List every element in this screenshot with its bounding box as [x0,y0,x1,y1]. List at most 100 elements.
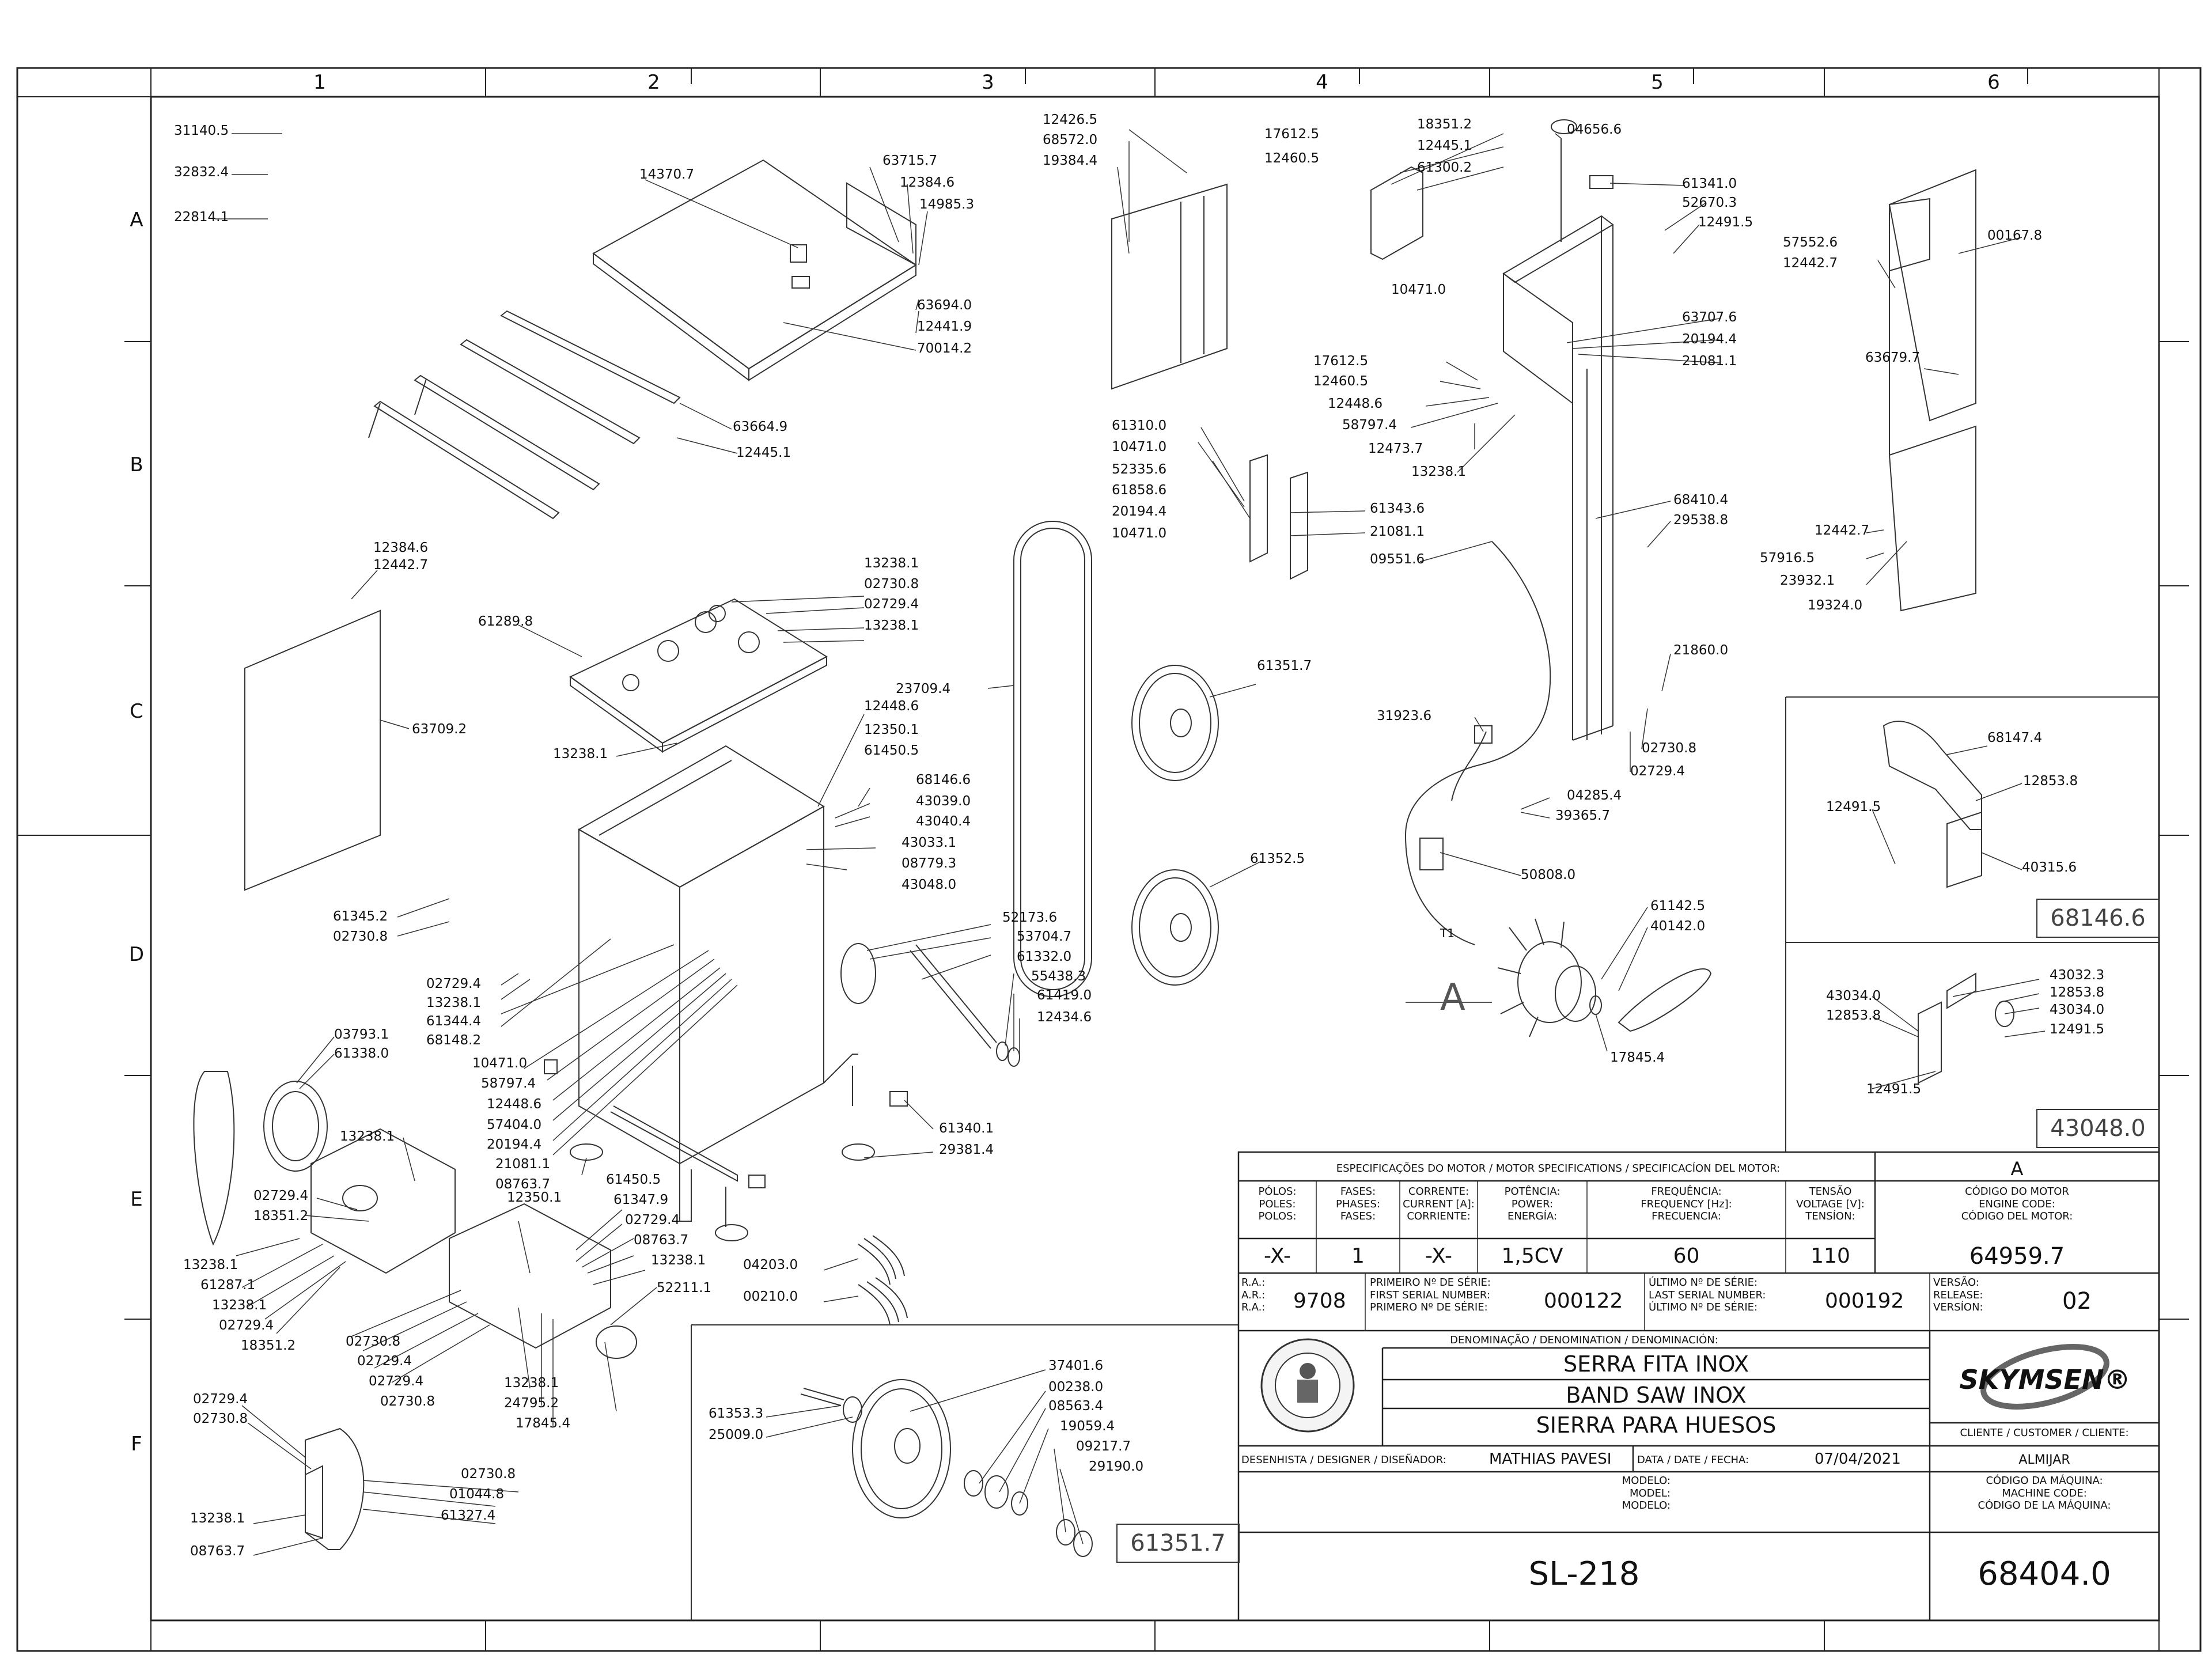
part-label: 61343.6 [1370,501,1425,516]
part-label: 12442.7 [373,558,429,573]
part-label: 31140.5 [174,123,229,138]
motor-belt [193,1071,235,1246]
part-label: 20194.4 [1682,332,1737,347]
leader-lines [215,129,2046,1556]
part-label: 02729.4 [1630,764,1685,779]
part-label: 68410.4 [1673,493,1729,507]
part-label: 17612.5 [1264,127,1320,142]
upper-wheel [1131,665,1219,781]
part-label: 57404.0 [487,1118,542,1132]
upper-column [1502,119,1614,741]
part-label: 52335.6 [1112,462,1167,477]
part-label: 02729.4 [219,1318,274,1333]
part-label: 53704.7 [1017,929,1072,944]
part-label: 40315.6 [2022,860,2077,875]
part-label: 32832.4 [174,165,229,180]
part-label: 61142.5 [1650,899,1706,914]
client-label: CLIENTE / CUSTOMER / CLIENTE: [1960,1427,2129,1439]
part-label: 37401.6 [1048,1358,1104,1373]
part-label: 12426.5 [1043,112,1098,127]
part-label: 12853.8 [2050,985,2105,1000]
part-label: 12473.7 [1368,441,1423,456]
part-label: 10471.0 [1112,526,1167,541]
part-label: 02730.8 [1642,741,1697,756]
detail-box-61351-7: 61351.7 [1116,1524,1240,1563]
part-label: 63694.0 [917,298,972,313]
part-label: 12445.1 [1417,138,1472,153]
part-label: 43034.0 [1826,988,1881,1003]
machine-name-en: BAND SAW INOX [1566,1382,1747,1408]
version-value: 02 [2062,1288,2092,1315]
poles-value: -X- [1263,1244,1291,1268]
part-label: 13238.1 [190,1511,245,1526]
part-label: 13238.1 [504,1376,559,1391]
bottom-wheel [852,1379,951,1518]
blade-guard [1888,169,1976,612]
part-label: 61340.1 [939,1121,994,1136]
poles-header: PÓLOS:POLES:POLOS: [1258,1185,1297,1223]
zone-col-3: 3 [982,71,994,94]
part-label: 13238.1 [183,1257,238,1272]
authorized-assistance-seal [1260,1338,1355,1433]
part-label: 24795.2 [504,1396,559,1411]
part-label: 12350.1 [507,1190,562,1205]
part-label: 14370.7 [639,167,695,182]
part-label: 08779.3 [902,856,957,871]
part-label: 12460.5 [1313,374,1369,389]
version-labels: VERSÃO:RELEASE:VERSÍON: [1933,1277,1983,1314]
part-label: 02730.8 [864,577,919,592]
part-label: 04285.4 [1567,788,1622,803]
part-label: 40142.0 [1650,919,1706,934]
part-label: 12448.6 [864,699,919,714]
power-header: POTÊNCIA:POWER:ENERGÍA: [1504,1185,1560,1223]
part-label: 08563.4 [1048,1399,1104,1414]
part-label: 17845.4 [1610,1050,1665,1065]
part-label: 19324.0 [1808,598,1863,613]
part-label: 57916.5 [1760,551,1815,566]
guide-rails [368,310,681,520]
part-label: 08763.7 [634,1233,689,1248]
part-label: 57552.6 [1783,235,1838,250]
sheet-border [16,67,2202,1652]
part-label: 13238.1 [864,618,919,633]
detail-43048-0 [1918,972,2014,1084]
part-label: 29538.8 [1673,513,1729,528]
part-label: 61287.1 [200,1278,256,1293]
current-value: -X- [1425,1244,1453,1268]
part-label: 13238.1 [1411,464,1467,479]
machine-name-pt: SERRA FITA INOX [1563,1351,1749,1377]
part-label: 61345.2 [333,909,388,924]
base-plate [305,1427,365,1550]
part-label: 21860.0 [1673,643,1729,658]
zone-row-d: D [128,943,145,966]
part-label: 61289.8 [478,614,533,629]
part-label: 09217.7 [1076,1439,1131,1454]
part-label: 19384.4 [1043,153,1098,168]
part-label: 12384.6 [373,540,429,555]
motor-variant: A [2010,1158,2024,1180]
part-label: 52211.1 [657,1281,712,1296]
motor-spec-heading: ESPECIFICAÇÕES DO MOTOR / MOTOR SPECIFIC… [1336,1162,1781,1175]
detail-box-43048-0: 43048.0 [2036,1109,2160,1148]
part-label: 04203.0 [743,1257,798,1272]
part-label: 61347.9 [613,1192,669,1207]
part-label: 21081.1 [495,1157,551,1172]
top-table-part [592,159,917,381]
power-value: 1,5CV [1501,1244,1563,1268]
top-plate-with-bearings [569,598,828,753]
part-label: 02729.4 [193,1392,248,1407]
lower-wheel [1131,869,1219,986]
part-label: 25009.0 [709,1427,764,1442]
part-label: 02729.4 [625,1213,680,1228]
part-label: 02729.4 [369,1374,424,1389]
drive-shaft [840,943,1020,1067]
zone-col-5: 5 [1651,71,1664,94]
part-label: 13238.1 [212,1298,267,1313]
motor [1497,918,1602,1037]
part-label: 02730.8 [461,1467,516,1482]
date-value: 07/04/2021 [1815,1450,1901,1468]
part-label: 12350.1 [864,722,919,737]
terminal-label: T1 [1440,926,1455,940]
part-label: 21081.1 [1682,354,1737,369]
saw-blade [1013,521,1092,997]
